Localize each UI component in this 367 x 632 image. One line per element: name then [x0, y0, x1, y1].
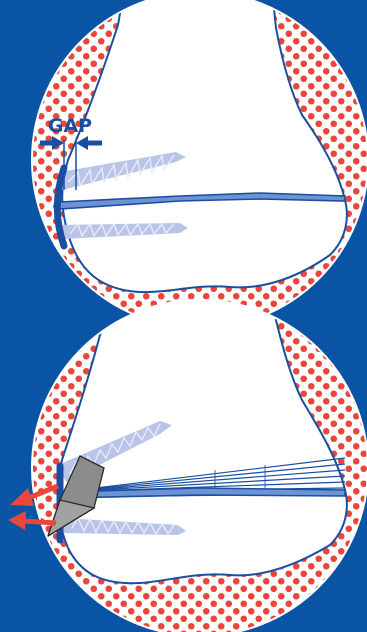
- gap-indicator: [40, 136, 102, 190]
- top-panel: GAP: [31, 0, 367, 329]
- screw-upper: [58, 152, 186, 190]
- fixation-plate: [53, 164, 68, 250]
- wedge: [46, 455, 105, 538]
- bottom-panel: [8, 299, 367, 632]
- arrow-left-icon: [8, 511, 57, 530]
- arrow-left-icon: [10, 483, 59, 506]
- screw-lower: [58, 222, 188, 239]
- gap-label: GAP: [48, 115, 92, 137]
- bottom-disc-edge: [31, 299, 367, 632]
- top-bone: [61, 0, 348, 294]
- screw-lower: [60, 516, 186, 536]
- guide-wire: [59, 192, 346, 210]
